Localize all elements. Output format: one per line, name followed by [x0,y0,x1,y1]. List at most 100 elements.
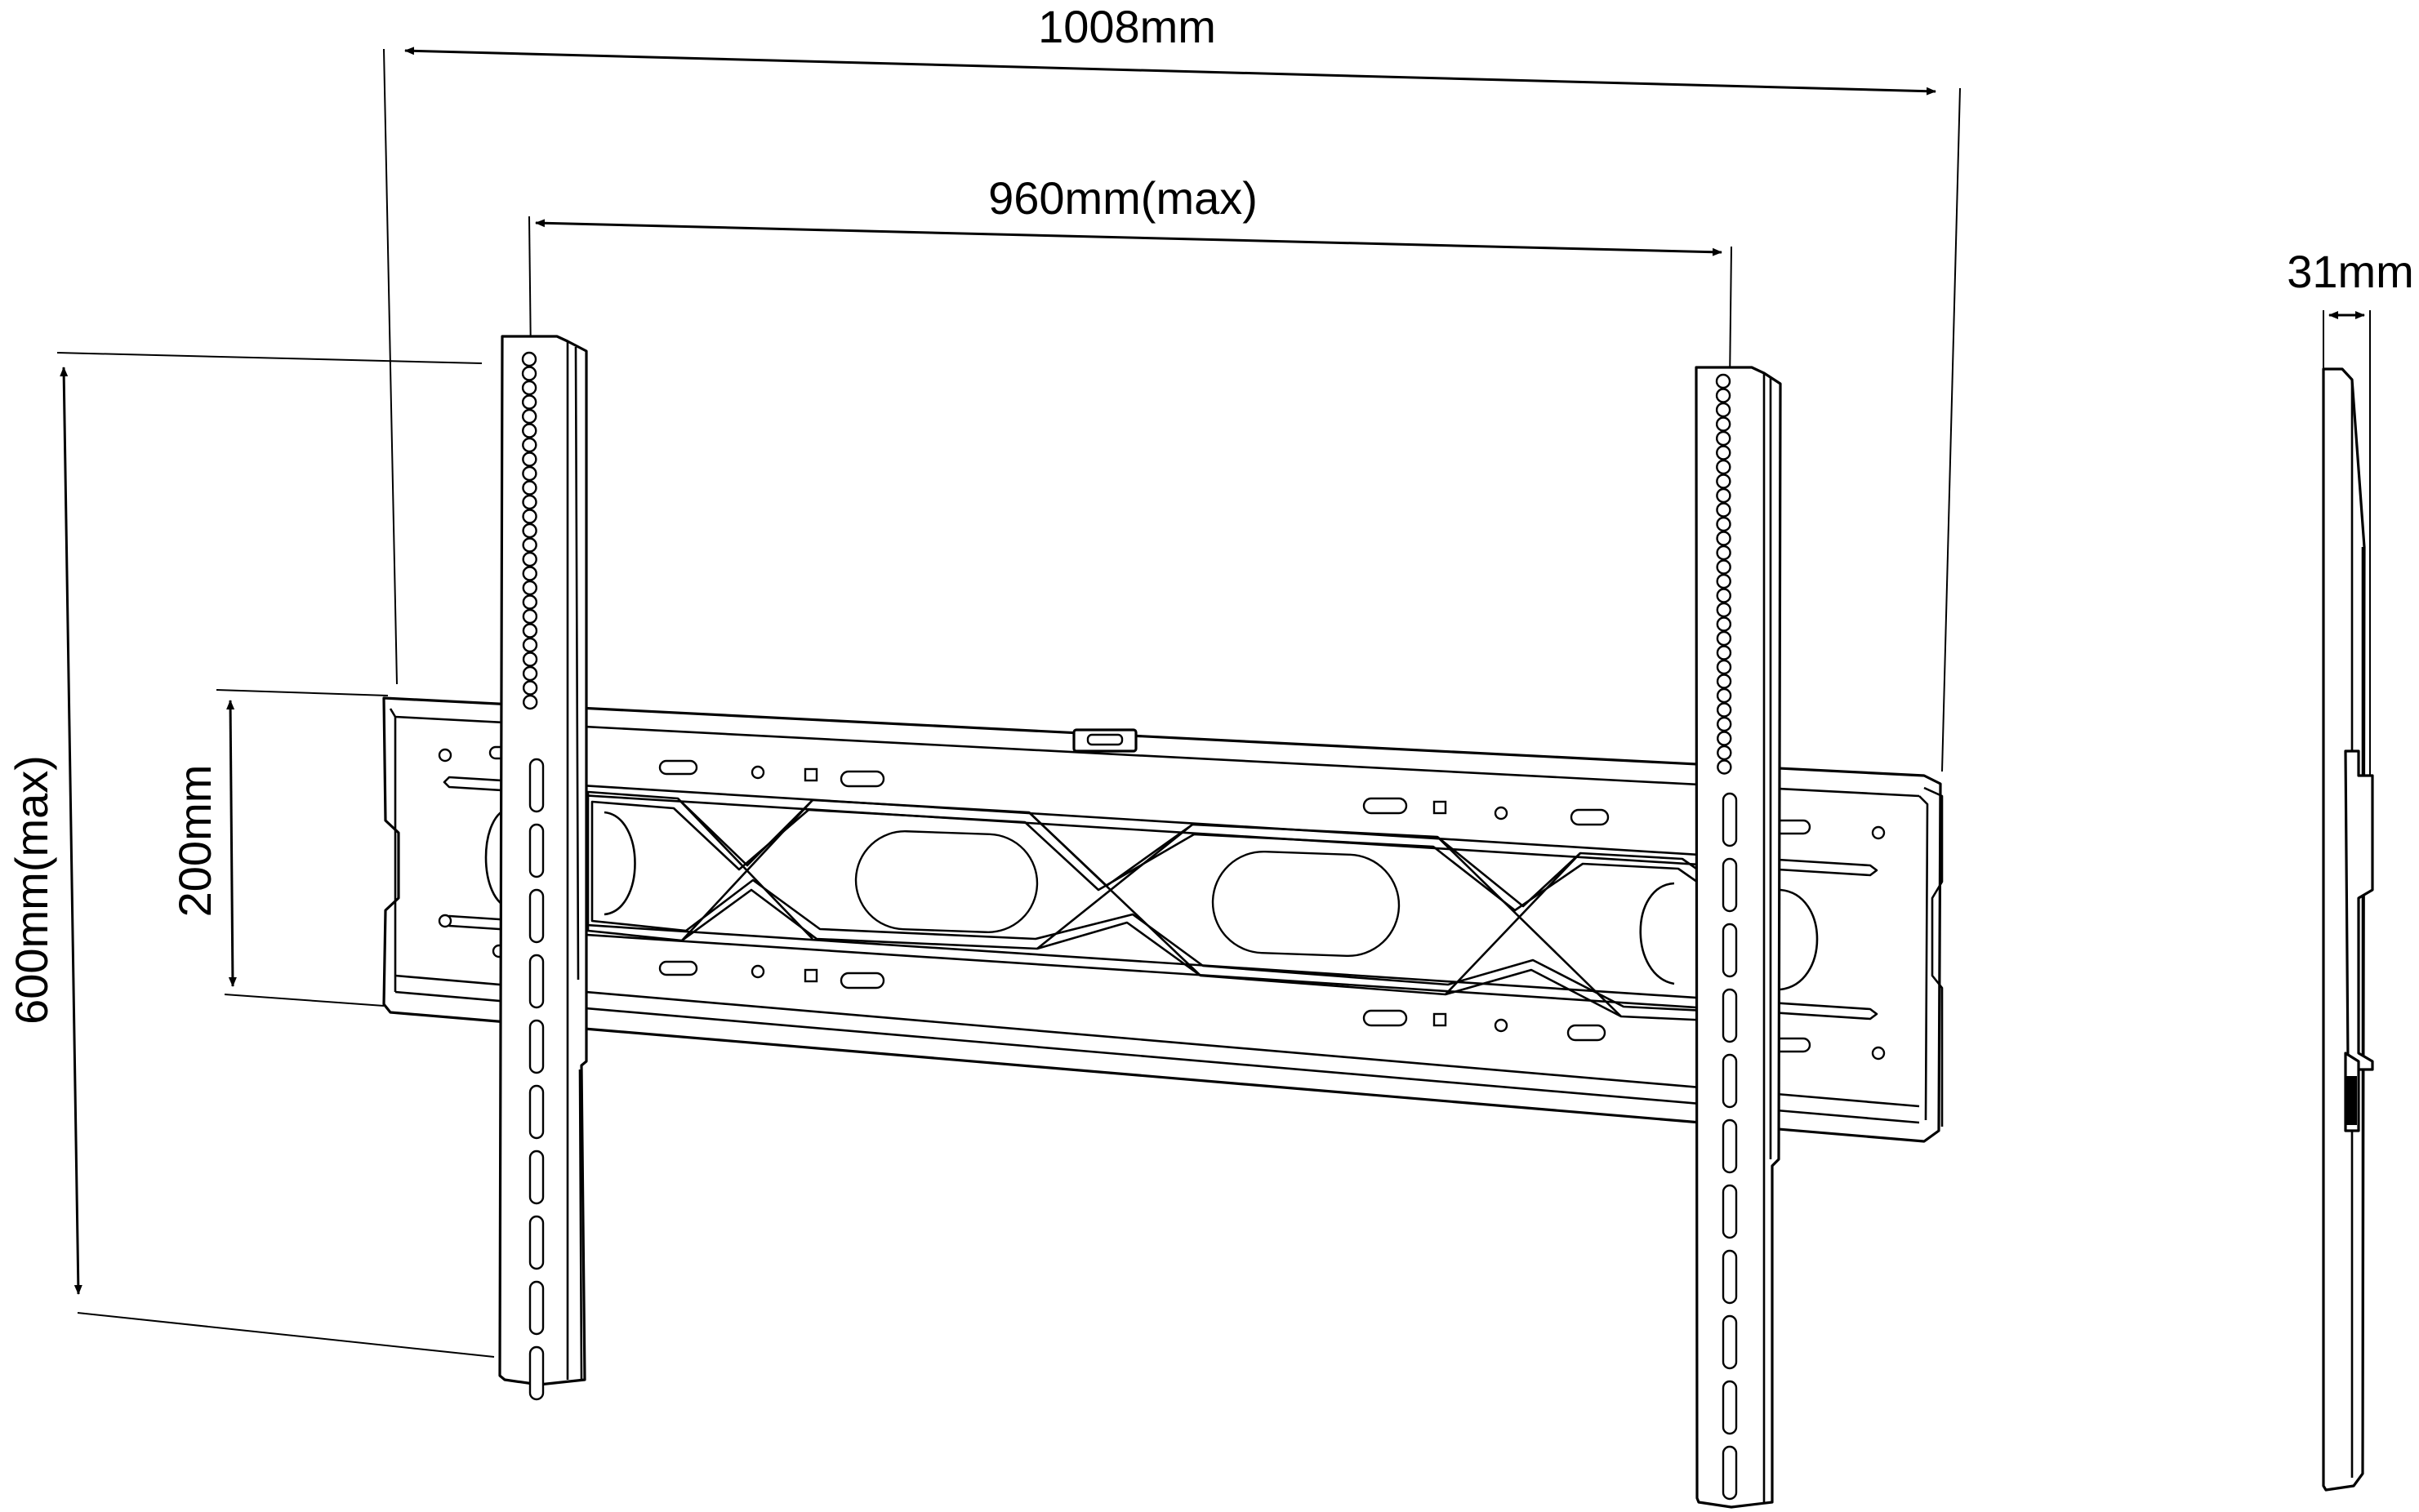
vesa-height-dimension: 600mm(max) [6,352,495,1358]
bracket-hole [1716,659,1732,675]
bracket-slot [528,758,545,813]
cutout-cross-middle [1028,812,1201,976]
overall-width-extension-right [1941,87,1961,772]
bracket-slot [528,823,545,878]
bracket-hole [1716,573,1731,589]
wall-plate-right-tab [1923,786,1944,1127]
left-bracket-edge [556,335,583,1381]
vesa-width-label: 960mm(max) [988,172,1258,224]
bracket-hole [1716,674,1732,689]
cutout-cross-right [1437,836,1622,1017]
left-bracket-holes [521,351,538,710]
bracket-slot [528,1084,545,1140]
plate-hole [1871,825,1886,840]
plate-square-hole [804,968,818,983]
bracket-hole [522,665,538,682]
bracket-hole [1716,459,1731,475]
bracket-hole [522,551,537,567]
bracket-hole [1715,416,1731,432]
plate-slot [840,770,885,788]
plate-hole [438,914,452,928]
bracket-hole [1717,759,1732,775]
bracket-hole [522,423,537,438]
wall-plate [382,696,1944,1143]
plate-hole [1494,1018,1508,1033]
rail-height-label: 200mm [169,765,221,918]
bracket-hole [1717,731,1732,746]
bracket-hole [1716,616,1732,632]
bracket-slot [1722,1445,1738,1501]
bracket-hole [522,537,537,553]
bracket-slot [1722,988,1738,1043]
bracket-hole [521,394,537,410]
bracket-hole [1716,531,1731,546]
plate-hole [751,765,765,780]
oval-cutout-1 [854,830,1039,933]
bracket-slot [1722,1053,1738,1109]
side-profile-clip-fill [2345,1076,2357,1125]
bracket-slot [528,888,545,944]
bracket-hole [522,623,538,638]
bracket-slot [1722,1249,1738,1305]
cutout-cross-left [677,798,813,941]
bracket-hole [1717,745,1732,761]
left-vertical-bracket [498,335,588,1401]
bracket-hole [522,594,538,610]
plate-square-hole [804,767,818,782]
oval-cutout-2 [1211,850,1401,958]
plate-slot [1570,808,1610,826]
plate-slot [1362,1009,1408,1027]
bracket-hole [1716,645,1732,660]
bracket-slot [1722,792,1738,847]
plate-slot [1362,797,1408,815]
bracket-hole [1716,487,1731,504]
bracket-hole [522,408,537,425]
right-vertical-bracket [1695,366,1782,1509]
vesa-width-arrow [535,219,1722,256]
bracket-slot [528,1019,545,1074]
bracket-hole [522,580,537,596]
rail-height-extension-top [216,689,389,696]
bracket-hole [1716,502,1731,518]
bracket-hole [522,465,537,482]
bracket-hole [1716,445,1731,460]
plate-slot [658,960,698,976]
right-bracket-slots [1722,792,1738,1501]
bracket-hole [1716,602,1732,618]
vesa-height-extension-bottom [77,1312,495,1358]
rail-height-extension-bottom [224,994,385,1007]
bracket-hole [1716,630,1732,647]
bracket-slot [528,954,545,1009]
overall-width-extension-left [383,48,398,685]
bracket-slot [528,1280,545,1336]
vesa-width-dimension: 960mm(max) [528,172,1732,385]
bracket-hole [522,608,538,625]
bracket-slot [1722,1184,1738,1239]
overall-width-label: 1008mm [1038,1,1216,52]
plate-square-hole [1432,1012,1447,1027]
bracket-slot [1722,857,1738,913]
vesa-height-arrow [60,367,82,1295]
bracket-hole [521,366,537,381]
rail-height-dimension: 200mm [169,689,389,1007]
bracket-slot [1722,1380,1738,1435]
bracket-slot [528,1150,545,1205]
bracket-hole [1716,545,1731,561]
bracket-hole [1715,388,1731,403]
plate-hole [1494,806,1508,820]
oval-cutout-right-partial [1639,882,1819,991]
side-profile-view: 31mm [2287,246,2414,1492]
bracket-hole [1715,402,1731,418]
bracket-hole [521,380,537,396]
bracket-hole [522,494,537,510]
bracket-hole [522,566,537,581]
vesa-height-extension-top [56,352,483,364]
bracket-slot [528,1345,545,1401]
plate-slot [840,972,885,989]
bracket-hole [1716,516,1731,532]
plate-square-hole [1432,800,1447,815]
bracket-slot [528,1215,545,1270]
bracket-hole [523,694,538,710]
bracket-slot [1722,923,1738,978]
